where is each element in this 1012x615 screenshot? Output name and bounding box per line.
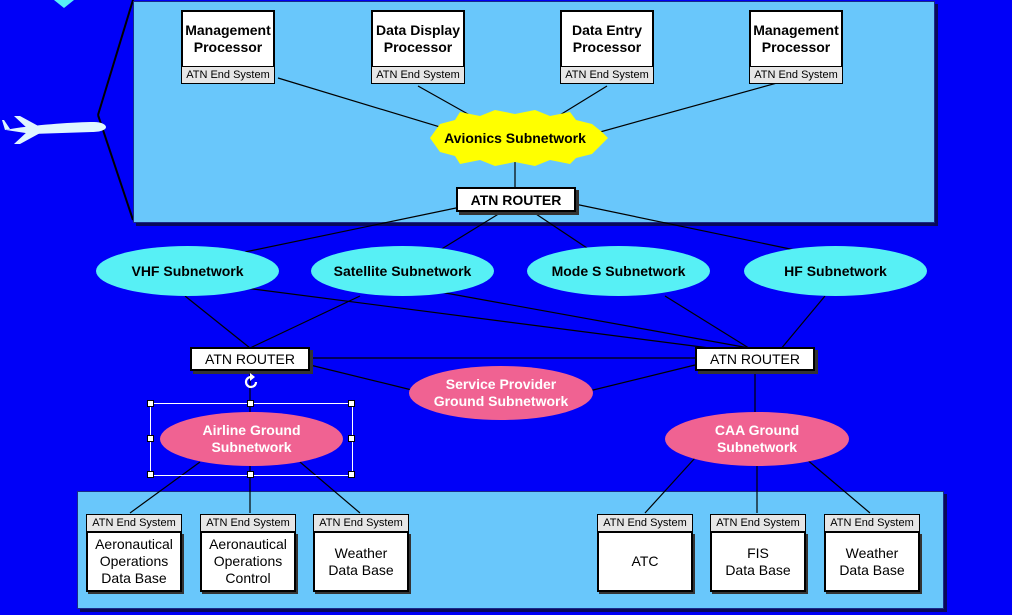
avionics-processor[interactable]: Management Processor ATN End System bbox=[181, 10, 275, 84]
caa-ground-subnetwork[interactable]: CAA Ground Subnetwork bbox=[665, 412, 849, 466]
end-system-tag: ATN End System bbox=[597, 514, 693, 532]
end-system-title: ATC bbox=[597, 532, 693, 592]
caa-atn-router[interactable]: ATN ROUTER bbox=[695, 347, 815, 371]
ground-end-system[interactable]: ATN End System Aeronautical Operations D… bbox=[86, 514, 182, 592]
mode-s-subnetwork[interactable]: Mode S Subnetwork bbox=[527, 246, 710, 296]
resize-handle[interactable] bbox=[247, 471, 254, 478]
end-system-title: Aeronautical Operations Data Base bbox=[86, 532, 182, 592]
resize-handle[interactable] bbox=[348, 400, 355, 407]
end-system-tag: ATN End System bbox=[710, 514, 806, 532]
airline-ground-subnetwork[interactable]: Airline Ground Subnetwork bbox=[160, 412, 343, 466]
avionics-atn-router[interactable]: ATN ROUTER bbox=[456, 187, 576, 212]
end-system-title: FIS Data Base bbox=[710, 532, 806, 592]
rotate-handle-icon[interactable] bbox=[242, 373, 260, 391]
avionics-subnetwork[interactable]: Avionics Subnetwork bbox=[444, 129, 586, 146]
end-system-tag: ATN End System bbox=[181, 66, 275, 84]
processor-title: Data Display Processor bbox=[371, 10, 465, 66]
marker-icon bbox=[54, 0, 74, 8]
end-system-tag: ATN End System bbox=[560, 66, 654, 84]
avionics-processor[interactable]: Management Processor ATN End System bbox=[749, 10, 843, 84]
satellite-subnetwork[interactable]: Satellite Subnetwork bbox=[311, 246, 494, 296]
resize-handle[interactable] bbox=[348, 471, 355, 478]
end-system-tag: ATN End System bbox=[86, 514, 182, 532]
ground-end-system[interactable]: ATN End System ATC bbox=[597, 514, 693, 592]
end-system-tag: ATN End System bbox=[824, 514, 920, 532]
processor-title: Management Processor bbox=[749, 10, 843, 66]
ground-end-system[interactable]: ATN End System Weather Data Base bbox=[824, 514, 920, 592]
avionics-processor[interactable]: Data Entry Processor ATN End System bbox=[560, 10, 654, 84]
avionics-subnetwork-shape bbox=[430, 110, 608, 166]
resize-handle[interactable] bbox=[348, 435, 355, 442]
service-provider-ground-subnetwork[interactable]: Service Provider Ground Subnetwork bbox=[409, 366, 593, 420]
ground-end-system[interactable]: ATN End System Aeronautical Operations C… bbox=[200, 514, 296, 592]
resize-handle[interactable] bbox=[147, 435, 154, 442]
end-system-title: Weather Data Base bbox=[313, 532, 409, 592]
end-system-tag: ATN End System bbox=[313, 514, 409, 532]
resize-handle[interactable] bbox=[147, 400, 154, 407]
end-system-tag: ATN End System bbox=[749, 66, 843, 84]
resize-handle[interactable] bbox=[247, 400, 254, 407]
end-system-tag: ATN End System bbox=[371, 66, 465, 84]
hf-subnetwork[interactable]: HF Subnetwork bbox=[744, 246, 927, 296]
end-system-title: Aeronautical Operations Control bbox=[200, 532, 296, 592]
airline-atn-router[interactable]: ATN ROUTER bbox=[190, 347, 310, 371]
processor-title: Data Entry Processor bbox=[560, 10, 654, 66]
ground-end-system[interactable]: ATN End System Weather Data Base bbox=[313, 514, 409, 592]
end-system-title: Weather Data Base bbox=[824, 532, 920, 592]
processor-title: Management Processor bbox=[181, 10, 275, 66]
avionics-processor[interactable]: Data Display Processor ATN End System bbox=[371, 10, 465, 84]
ground-end-system[interactable]: ATN End System FIS Data Base bbox=[710, 514, 806, 592]
end-system-tag: ATN End System bbox=[200, 514, 296, 532]
airplane-icon bbox=[2, 116, 106, 144]
resize-handle[interactable] bbox=[147, 471, 154, 478]
vhf-subnetwork[interactable]: VHF Subnetwork bbox=[96, 246, 279, 296]
